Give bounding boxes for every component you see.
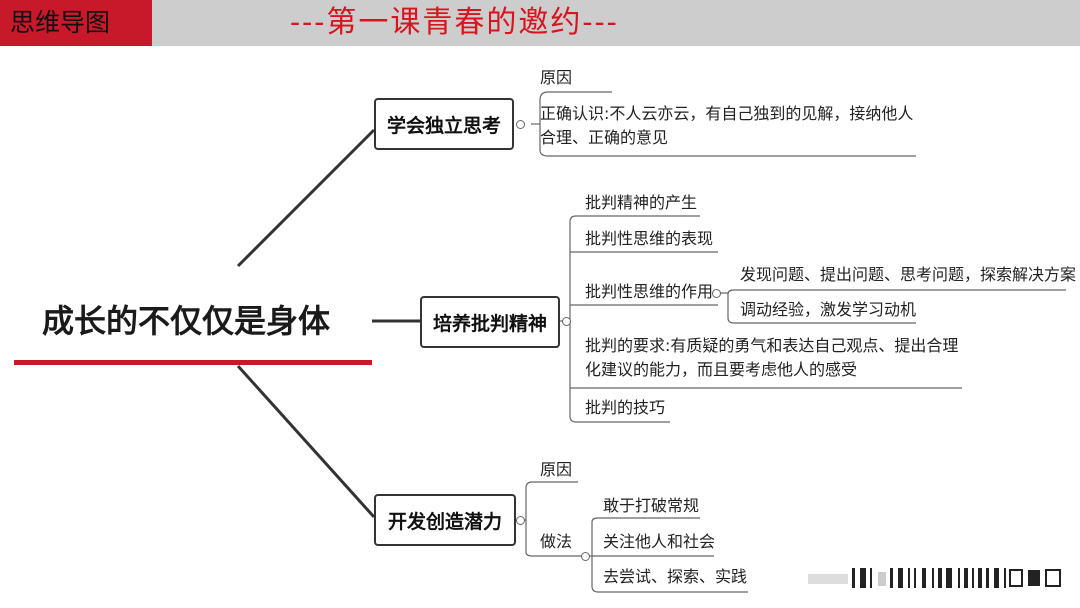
root-underline [14, 360, 372, 365]
node-discover-problems: 发现问题、提出问题、思考问题，探索解决方案 [740, 265, 1077, 284]
collapse-dot[interactable] [516, 120, 525, 129]
node-method: 做法 [540, 532, 573, 551]
node-break-rules: 敢于打破常规 [603, 496, 700, 515]
node-mobilize-experience: 调动经验，激发学习动机 [740, 300, 917, 319]
node-critical-origin: 批判精神的产生 [585, 193, 698, 212]
node-critical-requirements: 批判的要求:有质疑的勇气和表达自己观点、提出合理化建议的能力，而且要考虑他人的感… [585, 336, 959, 379]
collapse-dot[interactable] [516, 516, 525, 525]
collapse-dot[interactable] [712, 289, 721, 298]
branch-independent-thinking: 学会独立思考 [374, 98, 514, 150]
node-reason-1: 原因 [540, 68, 573, 87]
node-critical-expression: 批判性思维的表现 [585, 229, 714, 248]
branch3-bracket [520, 481, 748, 593]
header-bar: 思维导图 ---第一课青春的邀约--- [0, 0, 1080, 46]
node-care-society: 关注他人和社会 [603, 532, 716, 551]
branch2-bracket [560, 215, 1066, 423]
collapse-dot[interactable] [581, 552, 590, 561]
collapse-dot[interactable] [562, 317, 571, 326]
lesson-title: ---第一课青春的邀约--- [290, 5, 619, 40]
node-critical-function: 批判性思维的作用 [585, 282, 714, 301]
connector-root-b1 [236, 128, 376, 268]
root-topic: 成长的不仅仅是身体 [42, 302, 331, 340]
connector-root-b3 [236, 364, 376, 519]
branch-creative-potential: 开发创造潜力 [374, 494, 516, 546]
node-critical-skills: 批判的技巧 [585, 398, 666, 417]
node-try-explore: 去尝试、探索、实践 [603, 567, 748, 586]
node-reason-3: 原因 [540, 460, 573, 479]
node-correct-understanding: 正确认识:不人云亦云，有自己独到的见解，接纳他人合理、正确的意见 [540, 104, 914, 147]
branch1-bracket [531, 91, 916, 157]
watermark-logo [808, 568, 1061, 588]
branch-critical-spirit: 培养批判精神 [420, 296, 560, 348]
brand-label: 思维导图 [0, 0, 152, 46]
